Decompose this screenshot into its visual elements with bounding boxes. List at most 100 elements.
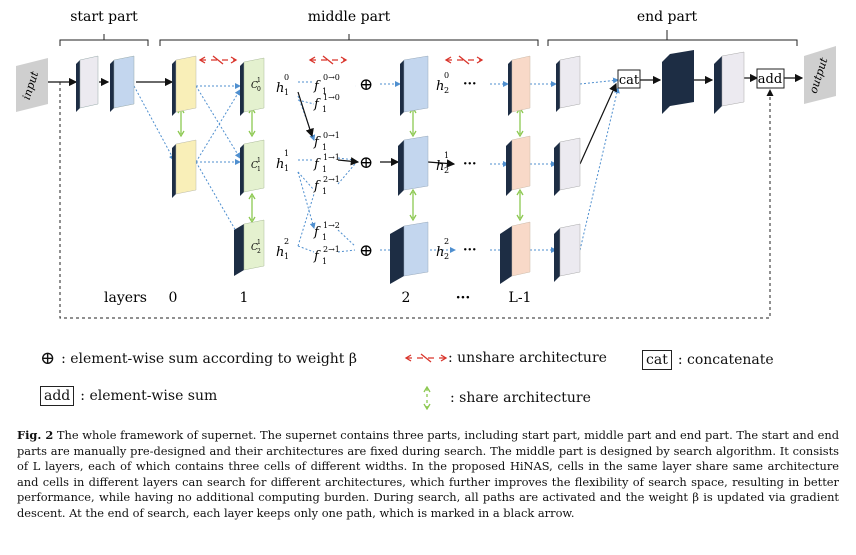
svg-text:0: 0 xyxy=(444,71,449,80)
share-arrow-icon xyxy=(423,386,431,410)
cell-label: C xyxy=(251,161,258,171)
end-part-label: end part xyxy=(637,9,698,25)
layerL-cell-top xyxy=(508,55,531,116)
middle-part-label: middle part xyxy=(308,9,391,25)
h-label: h1 1 xyxy=(276,149,289,173)
oplus-node: ⊕ xyxy=(359,241,373,261)
cat-box-icon: cat xyxy=(642,350,672,370)
svg-text:2: 2 xyxy=(284,237,289,246)
svg-text:1→2: 1→2 xyxy=(323,221,340,230)
cell-label: C xyxy=(251,243,258,253)
legend-concat: cat : concatenate xyxy=(642,350,774,370)
share-arrow xyxy=(409,188,417,222)
selected-path xyxy=(48,73,804,168)
legend-add: add : element-wise sum xyxy=(40,386,217,406)
unshare-arrows xyxy=(198,55,484,65)
add-label: add xyxy=(758,72,782,87)
share-arrow xyxy=(177,106,185,138)
end-cell-mid xyxy=(554,137,581,196)
end-cell-top xyxy=(556,55,581,112)
layer-index: 0 xyxy=(169,290,178,306)
svg-text:f: f xyxy=(313,157,321,172)
unshare-arrow xyxy=(444,55,484,65)
add-box: add xyxy=(756,68,785,89)
legend-share-text: : share architecture xyxy=(450,390,591,406)
ellipsis: ··· xyxy=(463,77,477,92)
share-arrow xyxy=(248,192,256,224)
share-arrow xyxy=(409,106,417,138)
oplus-node: ⊕ xyxy=(359,75,373,95)
hidden-state-labels: h01 h11 h21 h02 h12 h22 xyxy=(276,71,449,261)
oplus-node: ⊕ xyxy=(359,153,373,173)
svg-text:1: 1 xyxy=(322,143,327,152)
svg-text:1: 1 xyxy=(284,252,289,261)
legend-share: : share architecture xyxy=(420,386,591,410)
legend-sum-text: : element-wise sum according to weight β xyxy=(61,351,357,367)
caption-text: The whole framework of supernet. The sup… xyxy=(17,428,839,520)
svg-text:1: 1 xyxy=(322,257,327,266)
input-block: input xyxy=(16,58,48,112)
svg-text:2: 2 xyxy=(444,86,449,95)
cell-sub: 2 xyxy=(257,248,261,255)
legend-add-text: : element-wise sum xyxy=(80,388,218,404)
ellipsis: ··· xyxy=(463,157,477,172)
svg-text:f: f xyxy=(313,79,321,94)
layer0-cell-mid xyxy=(172,139,197,198)
cell-sup: 1 xyxy=(257,77,261,84)
svg-text:1: 1 xyxy=(322,165,327,174)
svg-text:1: 1 xyxy=(322,187,327,196)
svg-text:2: 2 xyxy=(444,252,449,261)
h-label: h22 xyxy=(436,237,449,261)
layer1-cell-top: C 1 0 xyxy=(240,57,265,116)
end-cell-wide xyxy=(662,50,694,114)
unshare-arrow xyxy=(308,55,348,65)
svg-text:1→1: 1→1 xyxy=(323,153,340,162)
end-part-bracket: end part xyxy=(547,9,798,46)
svg-text:1: 1 xyxy=(444,151,449,160)
layer0-cell-top xyxy=(172,55,197,116)
supernet-diagram: start part middle part end part input ou… xyxy=(16,9,836,319)
svg-text:2→1: 2→1 xyxy=(323,175,340,184)
start-part-label: start part xyxy=(70,9,138,25)
svg-text:f: f xyxy=(313,179,321,194)
oplus-symbol: ⊕ xyxy=(40,348,56,369)
svg-text:1: 1 xyxy=(284,88,289,97)
layerL-cell-mid xyxy=(506,135,531,196)
ellipsis: ··· xyxy=(463,243,477,258)
figure-caption: Fig. 2 The whole framework of supernet. … xyxy=(17,428,839,522)
start-cell-2 xyxy=(110,55,135,112)
layer-index: ··· xyxy=(456,290,471,306)
h-label: h12 xyxy=(436,151,449,175)
f-label: f0→0 1 xyxy=(313,73,340,96)
svg-text:0→1: 0→1 xyxy=(323,131,340,140)
svg-text:f: f xyxy=(313,249,321,264)
legend-unshare-text: : unshare architecture xyxy=(448,350,607,366)
end-cell-bot xyxy=(554,223,581,282)
svg-text:1→0: 1→0 xyxy=(323,93,340,102)
add-box-icon: add xyxy=(40,386,75,406)
share-arrow xyxy=(516,188,524,222)
end-cell-last xyxy=(714,51,745,114)
cat-box: cat xyxy=(617,69,641,89)
share-arrow xyxy=(248,106,256,138)
svg-text:1: 1 xyxy=(284,149,289,158)
cell-sup: 1 xyxy=(257,239,261,246)
svg-text:1: 1 xyxy=(322,87,327,96)
layer-index: 2 xyxy=(402,290,411,306)
h-label: h02 xyxy=(436,71,449,95)
svg-text:h: h xyxy=(436,245,444,260)
svg-text:h: h xyxy=(276,157,284,172)
svg-text:1: 1 xyxy=(284,164,289,173)
layer2-cell-mid xyxy=(398,135,429,196)
svg-text:0→0: 0→0 xyxy=(323,73,340,82)
layers-title: layers xyxy=(104,290,147,306)
candidate-paths xyxy=(133,77,620,253)
caption-label: Fig. 2 xyxy=(17,428,54,442)
middle-part-bracket: middle part xyxy=(159,9,539,46)
